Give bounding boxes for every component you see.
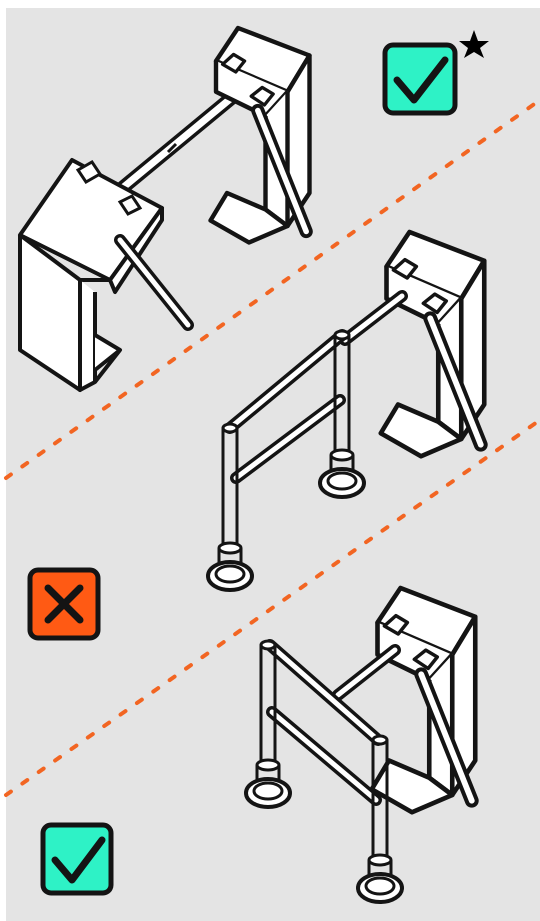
check-badge <box>385 45 455 113</box>
cross-badge <box>30 570 98 638</box>
check-badge <box>43 825 111 893</box>
